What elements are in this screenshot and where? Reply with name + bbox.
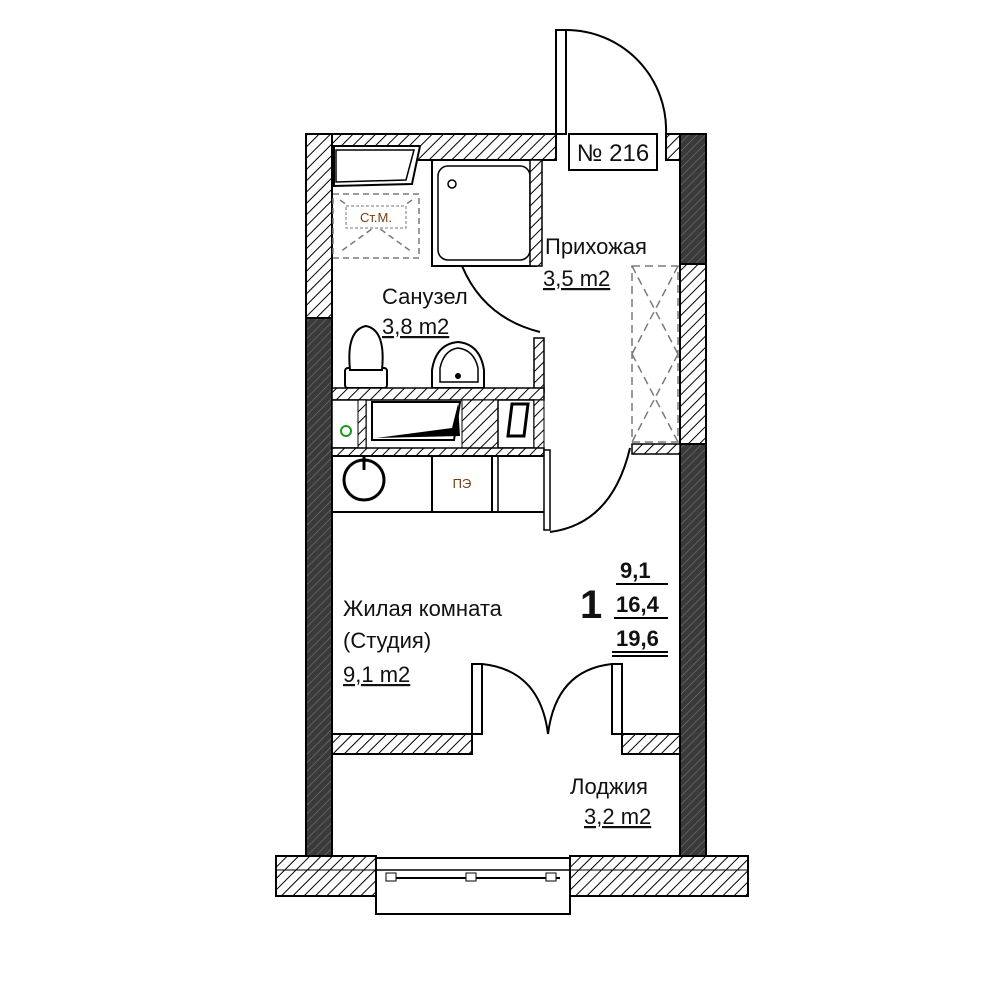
- right-wall-lower: [679, 443, 707, 881]
- shower-tray: [431, 159, 537, 267]
- hallway-partition: [631, 443, 681, 455]
- entrance-door: [555, 29, 668, 135]
- stove-label: ПЭ: [453, 476, 472, 491]
- loggia-wall-left: [331, 733, 473, 755]
- apartment-number-box: [568, 133, 658, 171]
- loggia-wall-right: [621, 733, 681, 755]
- indicator-circle: [340, 425, 352, 437]
- room-door-swing: [549, 447, 631, 533]
- boiler: [333, 145, 422, 188]
- right-wall-middle: [679, 263, 707, 445]
- loggia-glazing: [375, 857, 571, 915]
- bathroom-door-swing: [461, 265, 541, 333]
- loggia-area: 3,2 m2: [584, 804, 651, 829]
- shower-partition: [529, 159, 543, 267]
- washer-label: Ст.М.: [360, 210, 392, 225]
- area-summary: 9,1 16,4 19,6: [612, 558, 668, 657]
- apartment-number: № 216: [577, 140, 649, 167]
- bathroom-area: 3,8 m2: [382, 314, 449, 339]
- parapet-right: [569, 855, 749, 897]
- hallway-name: Прихожая: [545, 234, 647, 259]
- toilet: [344, 324, 388, 389]
- total-area-value: 19,6: [616, 626, 659, 651]
- living-area-value: 9,1: [620, 558, 651, 583]
- washer: [332, 193, 420, 259]
- bathroom-name: Санузел: [382, 284, 468, 309]
- kitchen-top-wall: [331, 447, 545, 457]
- stove: [431, 455, 493, 513]
- loggia-parapet: [275, 855, 749, 915]
- living-room-area: 9,1 m2: [343, 662, 410, 687]
- mirror-cabinet: [506, 402, 530, 438]
- loggia-wall: [331, 663, 681, 755]
- exterior-walls: [305, 133, 707, 881]
- bathroom-fixtures: Ст.М.: [332, 145, 545, 393]
- room-count: 1: [580, 583, 602, 627]
- loggia-name: Лоджия: [570, 774, 648, 799]
- left-wall-lower: [305, 317, 333, 881]
- top-wall-right-stub: [665, 133, 681, 161]
- hallway-area: 3,5 m2: [543, 266, 610, 291]
- bath-bottom-wall: [331, 387, 545, 401]
- right-wall-upper: [679, 133, 707, 265]
- hallway-wardrobe: [631, 265, 679, 443]
- parapet-left: [275, 855, 377, 897]
- left-wall-upper: [305, 133, 333, 319]
- washbasin: [431, 340, 485, 389]
- area-without-loggia: 16,4: [616, 592, 660, 617]
- entrance-door-leaf: [555, 29, 567, 135]
- living-room-subtitle: (Студия): [343, 628, 431, 653]
- living-room-name: Жилая комната: [343, 596, 503, 621]
- bath-partition-stub: [533, 337, 545, 393]
- kitchen-block: ПЭ: [331, 387, 551, 531]
